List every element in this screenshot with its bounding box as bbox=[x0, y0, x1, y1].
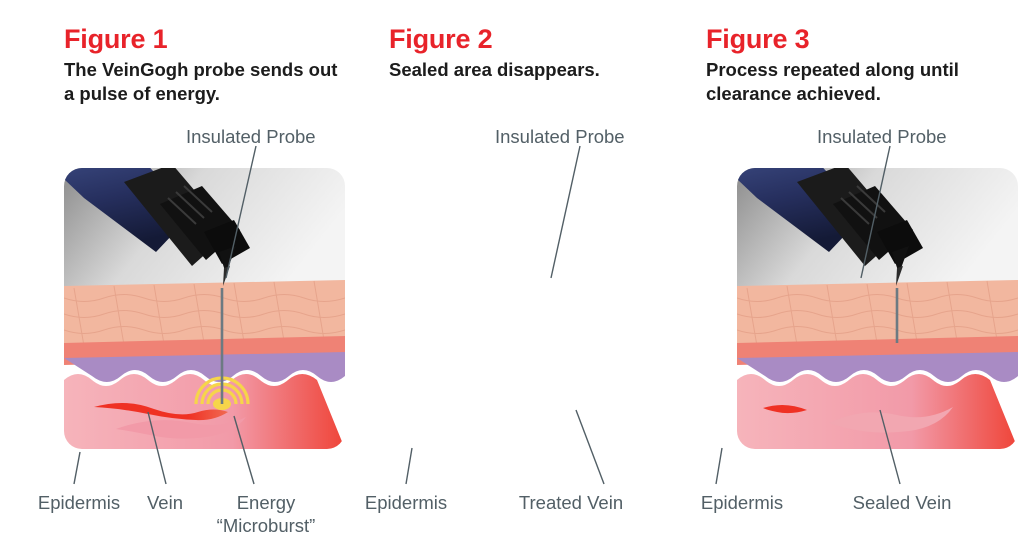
figure-1-label-energy: Energy bbox=[236, 492, 296, 513]
figure-1-insulated-probe-label: Insulated Probe bbox=[186, 126, 316, 147]
figure-2-insulated-probe-label: Insulated Probe bbox=[495, 126, 625, 147]
figure-1-illustration bbox=[64, 168, 345, 449]
figure-3-title: Figure 3 bbox=[706, 24, 810, 54]
figure-2-label-treated-vein: Treated Vein bbox=[518, 492, 624, 513]
figure-3-insulated-probe-label: Insulated Probe bbox=[817, 126, 947, 147]
figure-1-label-vein: Vein bbox=[146, 492, 183, 513]
figure-1-skin-cross-section bbox=[64, 168, 345, 449]
figure-2-title: Figure 2 bbox=[389, 24, 493, 54]
figure-panel-1: Figure 1 The VeinGogh probe sends out a … bbox=[0, 0, 345, 548]
figure-2-label-epidermis: Epidermis bbox=[364, 492, 448, 513]
figure-panel-3: Figure 3 Process repeated along until cl… bbox=[682, 0, 1023, 548]
figure-1-label-microburst: “Microburst” bbox=[216, 515, 316, 536]
figure-2-caption: Sealed area disappears. bbox=[389, 59, 600, 80]
figure-panel-2: Figure 2 Sealed area disappears. Insulat… bbox=[341, 0, 1018, 548]
figure-3-label-sealed-vein: Sealed Vein bbox=[852, 492, 952, 513]
figure-1-title: Figure 1 bbox=[64, 24, 168, 54]
figure-3-caption: Process repeated along until clearance a… bbox=[706, 59, 959, 104]
figure-3-label-epidermis: Epidermis bbox=[700, 492, 784, 513]
figure-1-label-epidermis: Epidermis bbox=[37, 492, 121, 513]
figure-1-caption: The VeinGogh probe sends out a pulse of … bbox=[64, 59, 338, 104]
